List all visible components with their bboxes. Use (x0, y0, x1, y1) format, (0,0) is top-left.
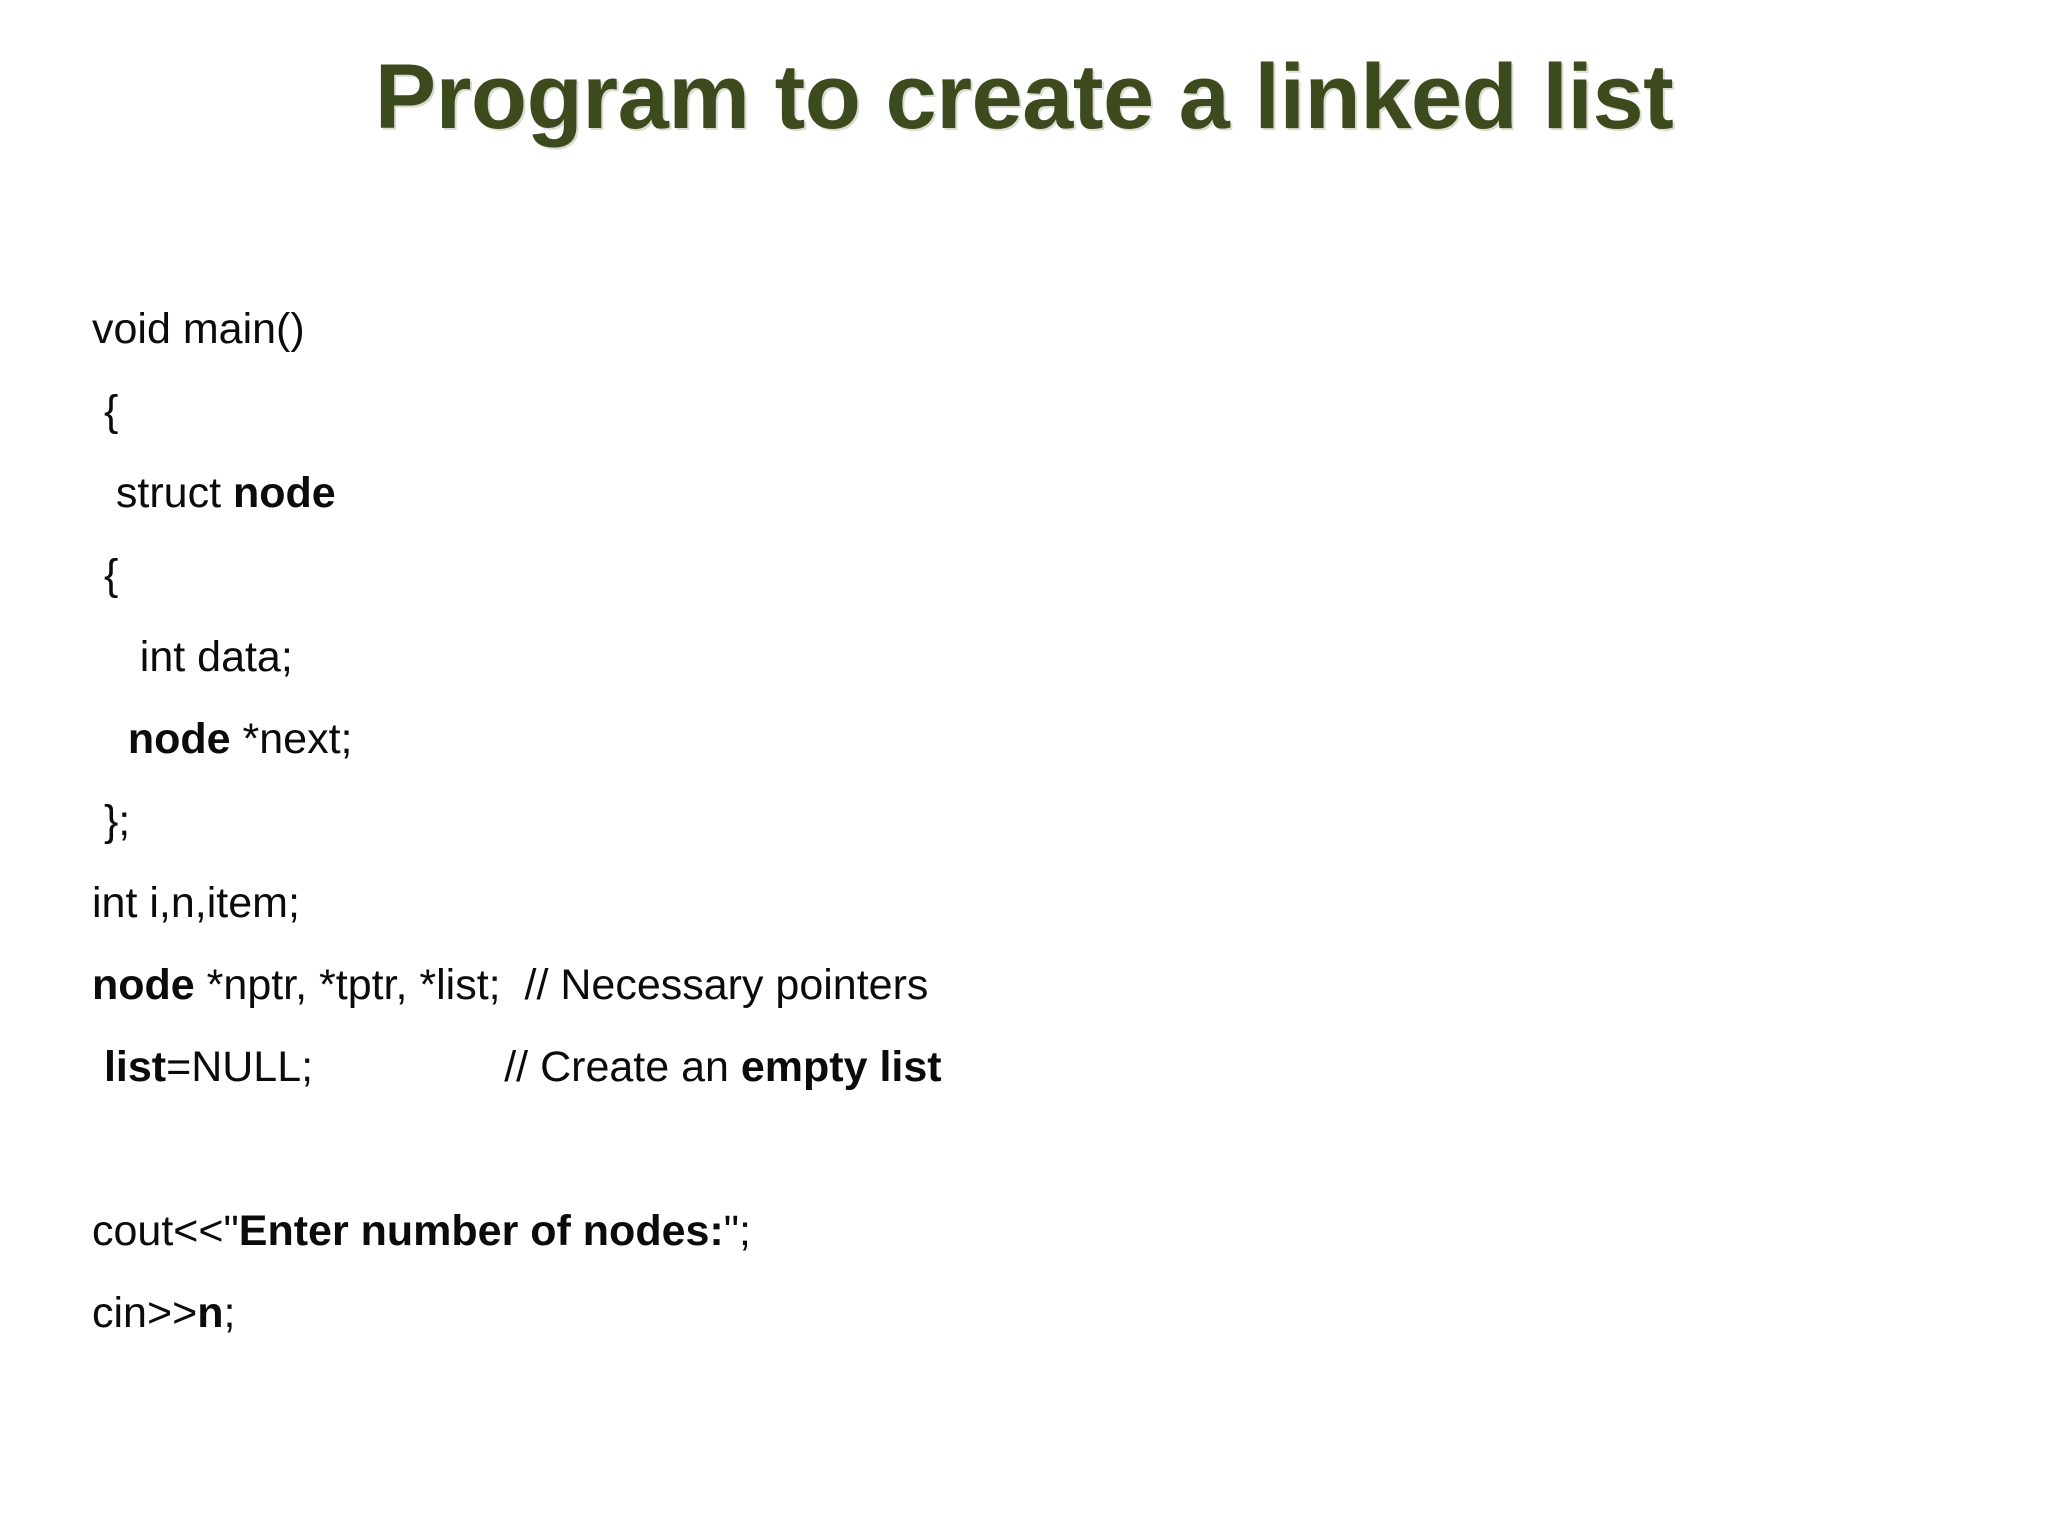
code-token: cout<<" (92, 1207, 239, 1255)
code-token: *next; (230, 715, 353, 763)
code-listing: void main() { struct node { int data; no… (92, 288, 1892, 1354)
code-token: cin>> (92, 1289, 198, 1337)
code-token (92, 1043, 104, 1091)
line-close-brace-semicolon: }; (92, 780, 1892, 862)
line-cin-n: cin>>n; (92, 1272, 1892, 1354)
code-token: *nptr, *tptr, *list; // Necessary pointe… (194, 961, 929, 1009)
line-blank (92, 1108, 1892, 1190)
line-int-data: int data; (92, 616, 1892, 698)
line-struct-node: struct node (92, 452, 1892, 534)
code-token: { (92, 551, 119, 599)
code-token-bold: n (197, 1289, 224, 1337)
line-open-brace-inner: { (92, 534, 1892, 616)
code-token: ; (223, 1289, 236, 1337)
page-title: Program to create a linked list (374, 46, 1674, 148)
code-token-bold: empty list (740, 1043, 942, 1091)
code-token: int i,n,item; (92, 879, 300, 927)
line-open-brace-outer: { (92, 370, 1892, 452)
code-token-bold: node (232, 469, 336, 517)
code-token: struct (92, 469, 233, 517)
line-node-next: node *next; (92, 698, 1892, 780)
code-token-bold: node (92, 961, 195, 1009)
code-token-bold: node (127, 715, 231, 763)
code-token: "; (723, 1207, 751, 1255)
line-int-i-n-item: int i,n,item; (92, 862, 1892, 944)
code-token: =NULL; // Create an (166, 1043, 741, 1091)
line-list-null: list=NULL; // Create an empty list (92, 1026, 1892, 1108)
code-token-bold: list (103, 1043, 167, 1091)
code-token: }; (92, 797, 131, 845)
line-void-main: void main() (92, 288, 1892, 370)
line-cout-prompt: cout<<"Enter number of nodes:"; (92, 1190, 1892, 1272)
line-node-pointers: node *nptr, *tptr, *list; // Necessary p… (92, 944, 1892, 1026)
code-token (92, 715, 128, 763)
code-token: int data; (92, 633, 293, 681)
code-token: { (92, 387, 119, 435)
code-token: void main() (92, 305, 305, 353)
code-token-bold: Enter number of nodes: (238, 1207, 724, 1255)
